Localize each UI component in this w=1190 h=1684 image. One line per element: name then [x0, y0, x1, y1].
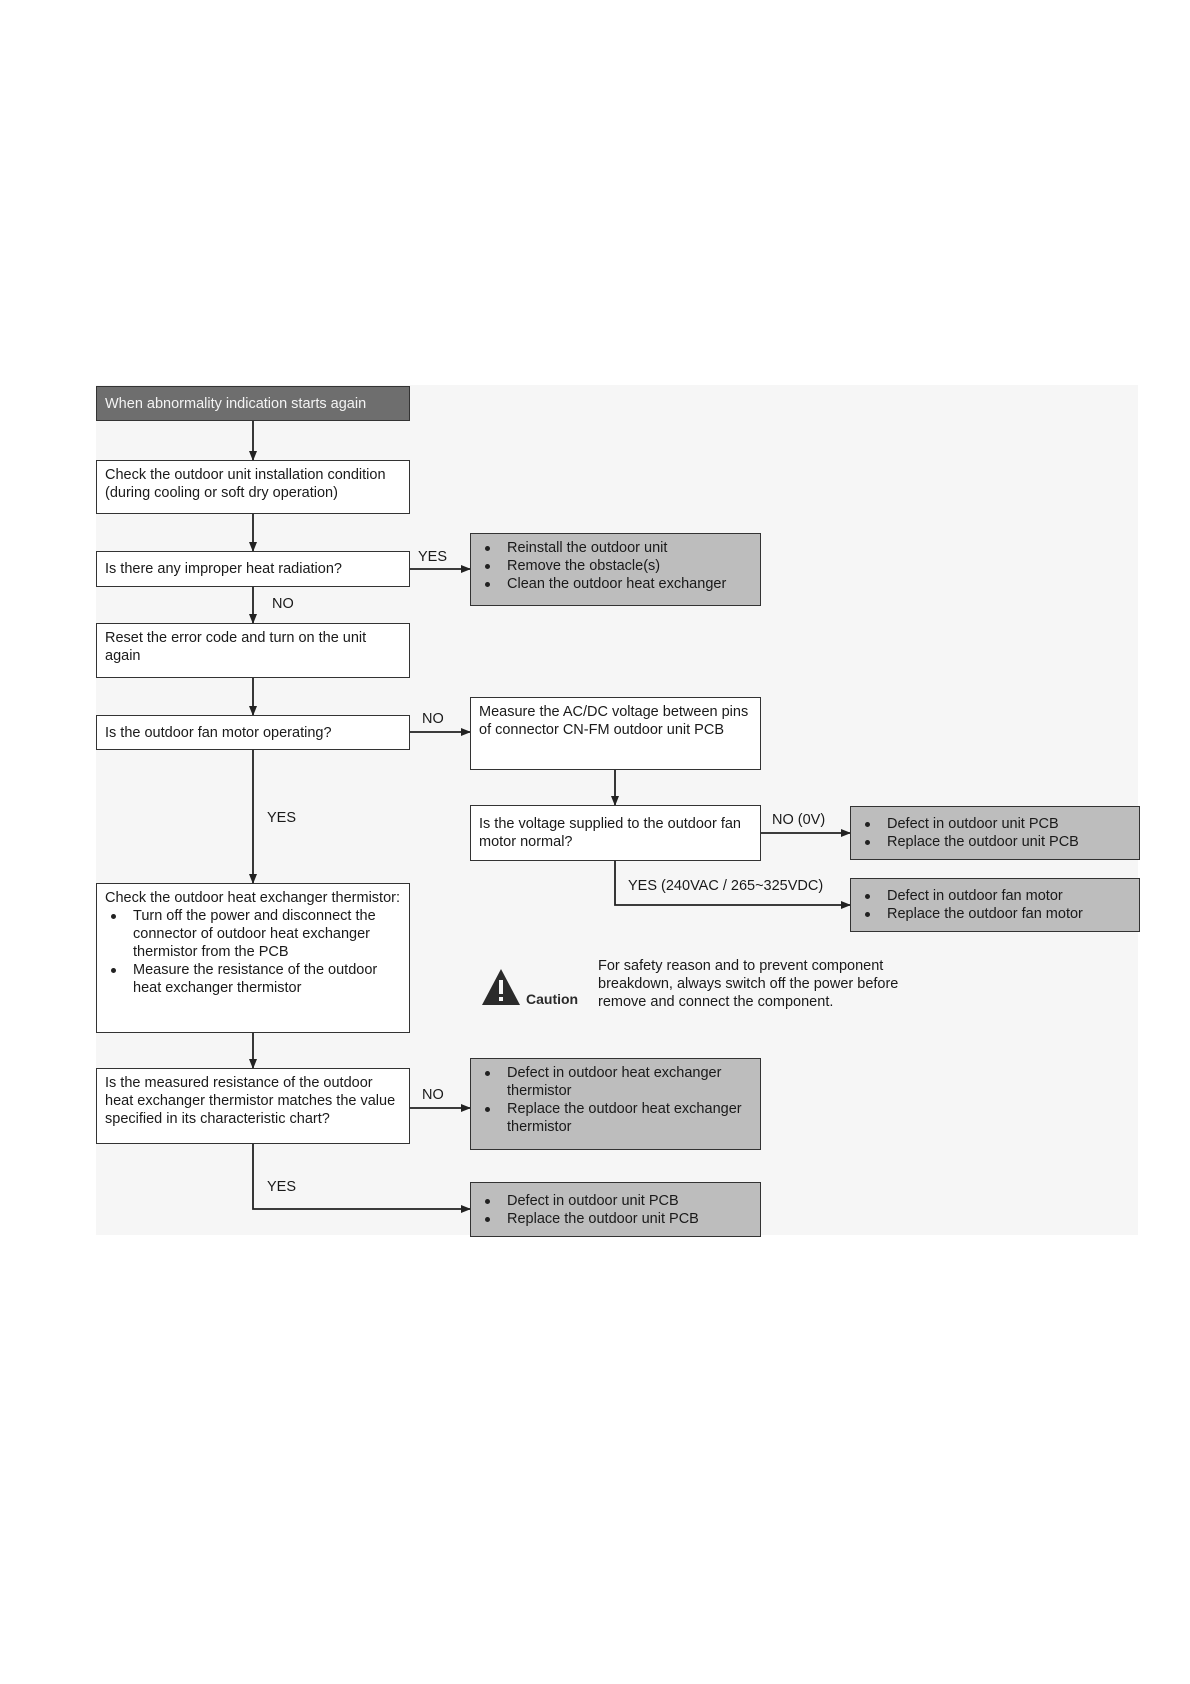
- check-thermistor-box: Check the outdoor heat exchanger thermis…: [96, 883, 410, 1033]
- measure-voltage-label: Measure the AC/DC voltage between pins o…: [479, 704, 749, 738]
- result-item: Defect in outdoor heat exchanger thermis…: [479, 1064, 752, 1100]
- measure-voltage-box: Measure the AC/DC voltage between pins o…: [470, 697, 761, 770]
- check-thermistor-step: Measure the resistance of the outdoor he…: [105, 961, 401, 997]
- check-installation-label: Check the outdoor unit installation cond…: [105, 467, 386, 501]
- fan-motor-defect-box: Defect in outdoor fan motor Replace the …: [850, 878, 1140, 932]
- reset-error-box: Reset the error code and turn on the uni…: [96, 623, 410, 678]
- resistance-question-box: Is the measured resistance of the outdoo…: [96, 1068, 410, 1144]
- caution-text: For safety reason and to prevent compone…: [598, 958, 899, 1010]
- resistance-question-label: Is the measured resistance of the outdoo…: [105, 1075, 396, 1127]
- edge-resistance-yes: [252, 1144, 471, 1213]
- heat-radiation-question-label: Is there any improper heat radiation?: [105, 561, 342, 577]
- result-item: Replace the outdoor unit PCB: [479, 1210, 752, 1228]
- edge-label-heat-no: NO: [272, 596, 294, 612]
- reset-error-label: Reset the error code and turn on the uni…: [105, 630, 367, 664]
- result-item: Defect in outdoor unit PCB: [859, 815, 1131, 833]
- edge-label-voltage-yes: YES (240VAC / 265~325VDC): [628, 878, 824, 894]
- voltage-question-box: Is the voltage supplied to the outdoor f…: [470, 805, 761, 861]
- caution-label: Caution: [526, 991, 579, 1007]
- check-installation-box: Check the outdoor unit installation cond…: [96, 460, 410, 514]
- result-item: Defect in outdoor unit PCB: [479, 1192, 752, 1210]
- result-item: Replace the outdoor unit PCB: [859, 833, 1131, 851]
- warning-triangle-icon: [482, 969, 520, 1005]
- thermistor-defect-box: Defect in outdoor heat exchanger thermis…: [470, 1058, 761, 1150]
- edge-label-fan-yes: YES: [267, 810, 297, 826]
- edge-label-fan-no: NO: [422, 711, 444, 727]
- check-thermistor-intro: Check the outdoor heat exchanger thermis…: [105, 890, 400, 906]
- start-box-label: When abnormality indication starts again: [105, 396, 367, 412]
- result-item: Defect in outdoor fan motor: [859, 887, 1131, 905]
- heat-radiation-remedy-box: Reinstall the outdoor unit Remove the ob…: [470, 533, 761, 606]
- voltage-question-label: Is the voltage supplied to the outdoor f…: [479, 816, 741, 850]
- fan-operating-question-box: Is the outdoor fan motor operating?: [96, 715, 410, 750]
- pcb-defect-box-2: Defect in outdoor unit PCB Replace the o…: [470, 1182, 761, 1237]
- edge-label-voltage-no: NO (0V): [772, 812, 826, 828]
- remedy-item: Reinstall the outdoor unit: [479, 539, 752, 557]
- caution-note: Caution For safety reason and to prevent…: [480, 957, 920, 1021]
- edge-label-resistance-no: NO: [422, 1087, 444, 1103]
- result-item: Replace the outdoor heat exchanger therm…: [479, 1100, 752, 1136]
- heat-radiation-question-box: Is there any improper heat radiation?: [96, 551, 410, 587]
- edge-label-heat-yes: YES: [418, 549, 448, 565]
- pcb-defect-box-1: Defect in outdoor unit PCB Replace the o…: [850, 806, 1140, 860]
- remedy-item: Clean the outdoor heat exchanger: [479, 575, 752, 593]
- edge-voltage-yes: [614, 861, 851, 909]
- check-thermistor-step: Turn off the power and disconnect the co…: [105, 907, 401, 961]
- start-box: When abnormality indication starts again: [96, 386, 410, 421]
- edge-label-resistance-yes: YES: [267, 1179, 297, 1195]
- remedy-item: Remove the obstacle(s): [479, 557, 752, 575]
- result-item: Replace the outdoor fan motor: [859, 905, 1131, 923]
- fan-operating-question-label: Is the outdoor fan motor operating?: [105, 725, 332, 741]
